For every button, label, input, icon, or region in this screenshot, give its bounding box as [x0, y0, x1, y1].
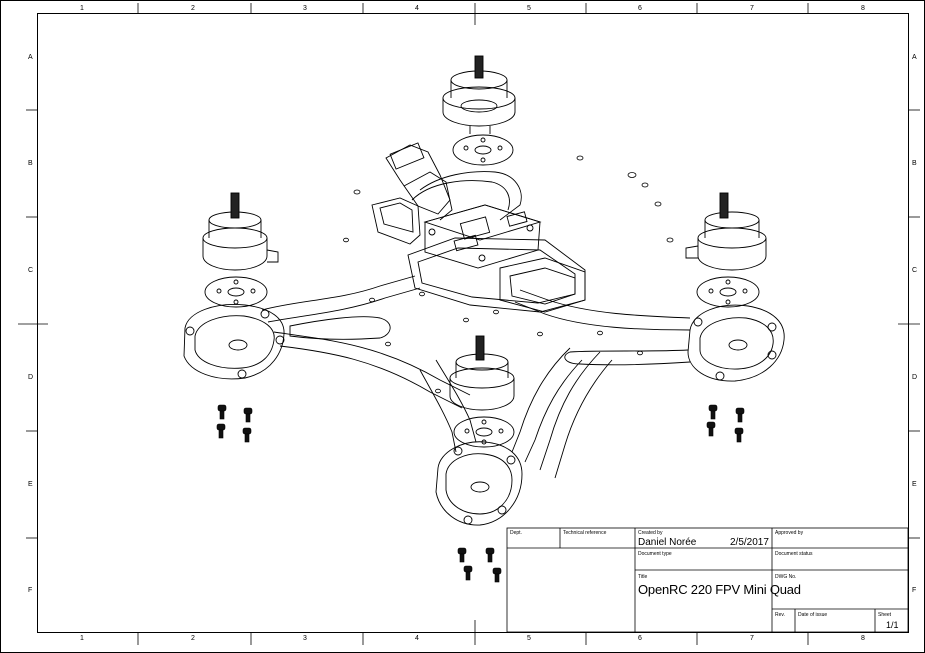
motor-center [449, 335, 515, 411]
zone-col-2-top: 2 [191, 5, 195, 12]
document-status-label: Document status [775, 551, 813, 557]
zone-row-c-left: C [28, 267, 34, 274]
dwg-no-label: DWG No. [775, 574, 797, 580]
inner-frame [37, 13, 909, 633]
zone-row-f-left: F [28, 587, 33, 594]
created-by-value: Daniel Norée [638, 537, 697, 548]
rev-label: Rev. [775, 612, 785, 618]
zone-col-3-bottom: 3 [303, 635, 307, 642]
zone-row-a-right: A [912, 54, 917, 61]
zone-row-a-left: A [28, 54, 33, 61]
camera-mount [371, 142, 453, 245]
zone-col-8-bottom: 8 [861, 635, 865, 642]
title-block-grid [506, 527, 909, 633]
zone-col-3-top: 3 [303, 5, 307, 12]
technical-reference-label: Technical reference [563, 530, 607, 536]
document-type-label: Document type [638, 551, 672, 557]
zone-row-b-left: B [28, 160, 33, 167]
zone-col-8-top: 8 [861, 5, 865, 12]
zone-col-5-top: 5 [527, 5, 531, 12]
zone-row-e-left: E [28, 481, 33, 488]
screws [216, 404, 745, 583]
zone-row-b-right: B [912, 160, 917, 167]
zone-col-1-top: 1 [80, 5, 84, 12]
loose-parts [343, 155, 674, 394]
sheet-value: 1/1 [886, 620, 899, 630]
zone-col-6-top: 6 [638, 5, 642, 12]
zone-row-f-right: F [912, 587, 917, 594]
drawing-title: OpenRC 220 FPV Mini Quad [638, 582, 801, 597]
flight-controller-board [423, 204, 542, 269]
zone-col-4-bottom: 4 [415, 635, 419, 642]
date-of-issue-label: Date of issue [798, 612, 828, 618]
zone-col-6-bottom: 6 [638, 635, 642, 642]
motor-top [442, 55, 516, 134]
zone-col-2-bottom: 2 [191, 635, 195, 642]
title-label: Title [638, 574, 648, 580]
zone-col-4-top: 4 [415, 5, 419, 12]
zone-col-7-top: 7 [750, 5, 754, 12]
motor-washers [204, 134, 760, 448]
dept-label: Dept. [510, 530, 522, 536]
quad-frame [183, 171, 785, 526]
created-by-label: Created by [638, 530, 663, 536]
zone-row-d-left: D [28, 374, 34, 381]
zone-col-5-bottom: 5 [527, 635, 531, 642]
zone-row-c-right: C [912, 267, 918, 274]
approved-by-label: Approved by [775, 530, 804, 536]
zone-ticks [18, 3, 920, 645]
created-date-value: 2/5/2017 [730, 537, 769, 548]
zone-row-d-right: D [912, 374, 918, 381]
zone-col-1-bottom: 1 [80, 635, 84, 642]
motor-left [202, 192, 279, 271]
zone-col-7-bottom: 7 [750, 635, 754, 642]
zone-row-e-right: E [912, 481, 917, 488]
sheet-label: Sheet [878, 612, 892, 618]
motor-right [685, 192, 767, 271]
